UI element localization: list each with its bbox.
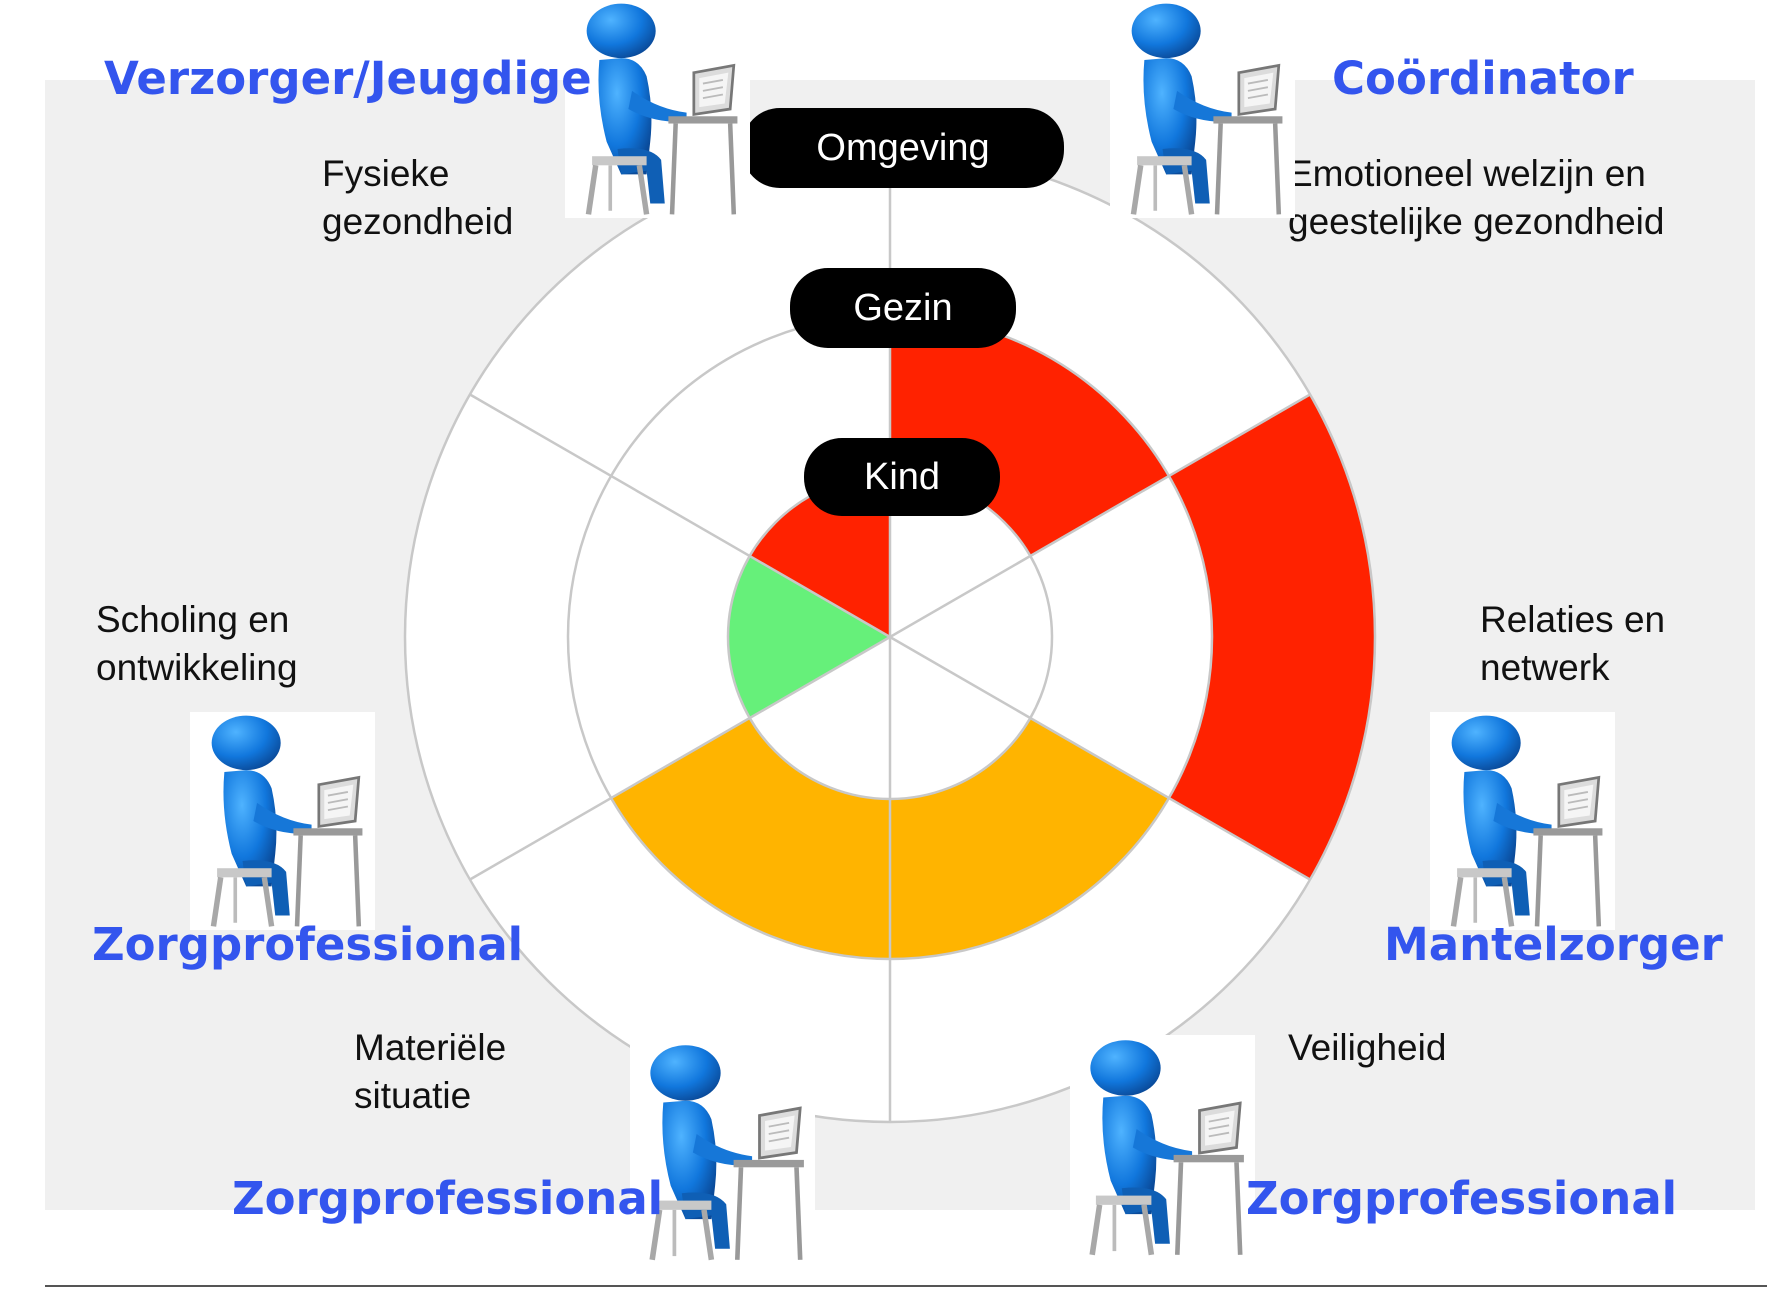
person-at-computer-icon [1430, 712, 1615, 930]
role-label-coordinator: Coördinator [1332, 52, 1634, 105]
wheel-divider-line [469, 635, 891, 881]
person-at-computer-icon [190, 712, 375, 930]
domain-label-scholing-ontwikkeling: Scholing en ontwikkeling [96, 599, 298, 688]
role-label-zorgprofessional-bottom-right: Zorgprofessional [1246, 1172, 1678, 1225]
level-label-omgeving: Omgeving [742, 108, 1064, 188]
wheel-divider-line [889, 635, 1311, 881]
wheel-segment-left-inner [727, 556, 890, 718]
domain-label-emotioneel-welzijn: Emotioneel welzijn en geestelijke gezond… [1288, 153, 1665, 242]
level-label-kind: Kind [804, 438, 1000, 516]
wheel-segment-bottom-right-middle [890, 718, 1169, 959]
domain-label-fysieke-gezondheid: Fysieke gezondheid [322, 153, 514, 242]
domain-label-relaties-netwerk: Relaties en netwerk [1480, 599, 1666, 688]
wheel-divider-line [889, 393, 1311, 639]
wheel-segment-top-right-middle [890, 315, 1169, 556]
person-at-computer-icon [1070, 1035, 1255, 1260]
role-label-verzorger-jeugdige: Verzorger/Jeugdige [104, 52, 592, 105]
role-label-mantelzorger: Mantelzorger [1384, 918, 1723, 971]
domain-label-materiele-situatie: Materiële situatie [354, 1027, 507, 1116]
domain-label-veiligheid: Veiligheid [1288, 1027, 1447, 1068]
person-at-computer-icon [630, 1040, 815, 1265]
wheel-segment-right-outer [1168, 394, 1375, 880]
wheel-segment-bottom-left-middle [611, 718, 890, 959]
level-label-gezin: Gezin [790, 268, 1016, 348]
role-label-zorgprofessional-bottom: Zorgprofessional [232, 1172, 664, 1225]
bottom-divider [45, 1285, 1767, 1287]
wheel-divider-line [469, 393, 891, 639]
role-label-zorgprofessional-left: Zorgprofessional [92, 918, 524, 971]
person-at-computer-icon [1110, 0, 1295, 218]
person-at-computer-icon [565, 0, 750, 218]
